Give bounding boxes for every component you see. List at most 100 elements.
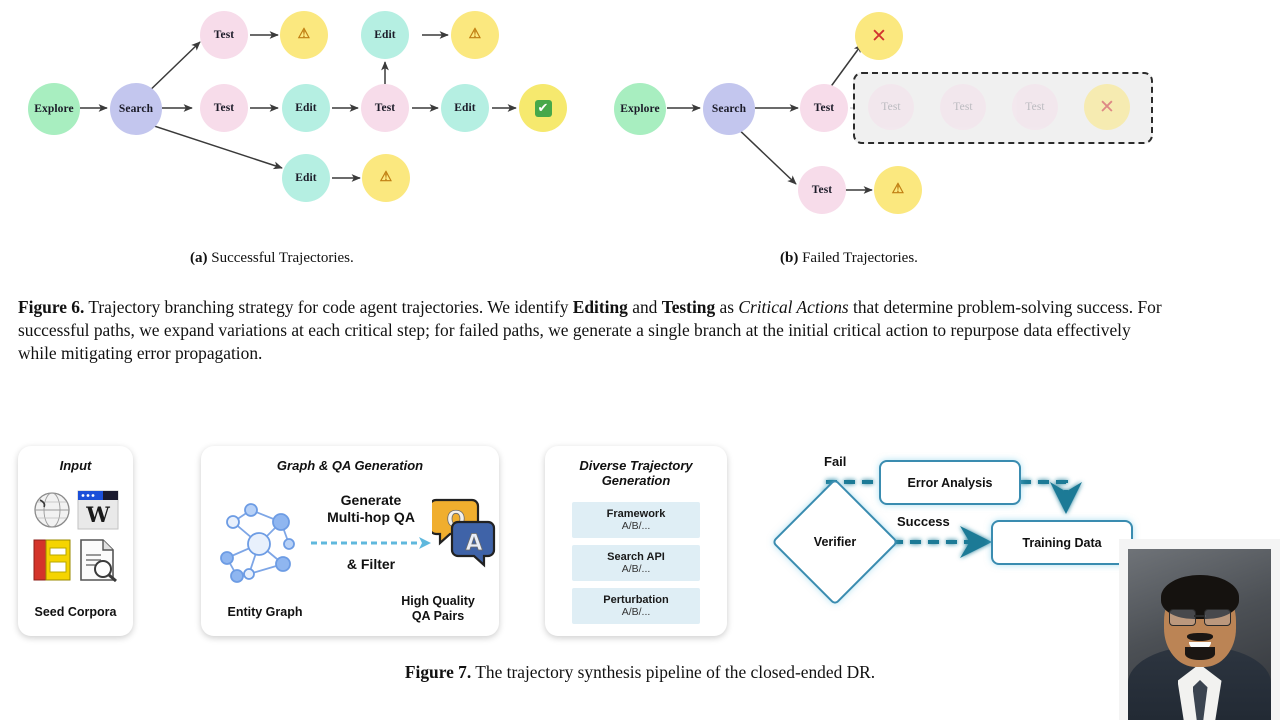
chip-search-api-value: A/B/... (621, 563, 651, 575)
node-label: Search (118, 103, 154, 115)
presenter-webcam[interactable] (1119, 539, 1280, 720)
qa-pairs-label-line-2: QA Pairs (411, 609, 465, 623)
node-test-upper: Test (200, 11, 248, 59)
qa-pairs-label: High Quality QA Pairs (379, 594, 497, 624)
verifier-label-text: Verifier (813, 535, 857, 549)
panel-b-subcaption-text: Failed Trajectories. (802, 250, 918, 266)
figure-6-caption-italic-critical-actions: Critical Actions (738, 297, 849, 317)
node-warning-lower: ⚠ (874, 166, 922, 214)
wikipedia-icon: W (77, 490, 119, 530)
figure-7: Input W (0, 432, 1280, 647)
node-label: Edit (295, 102, 317, 114)
panel-b-subcaption-prefix: (b) (780, 250, 799, 266)
verifier-label: Verifier (790, 497, 880, 587)
node-edit-second: Edit (441, 84, 489, 132)
cross-icon: ✕ (1098, 95, 1116, 118)
figure-7-caption: Figure 7. The trajectory synthesis pipel… (0, 662, 1280, 683)
chip-framework-value: A/B/... (621, 520, 651, 532)
presenter-glasses (1168, 609, 1231, 626)
figure-6-caption: Figure 6. Trajectory branching strategy … (18, 296, 1164, 365)
chip-search-api-name: Search API (607, 551, 665, 563)
figure-6-caption-part-3: as (715, 297, 739, 317)
warning-icon: ⚠ (891, 182, 905, 197)
node-edit-lower: Edit (282, 154, 330, 202)
generate-label: Generate Multi-hop QA (311, 492, 431, 526)
figure-6-caption-part-4: that determine problem-solving success. … (18, 297, 1162, 364)
input-card: Input W (18, 446, 133, 636)
warning-icon: ⚠ (297, 27, 311, 42)
node-explore: Explore (614, 83, 666, 135)
node-failure-upper: ✕ (855, 12, 903, 60)
panel-b-subcaption: (b) Failed Trajectories. (780, 250, 918, 267)
figure-6-panel-b: Explore Search ✕ Test Test ⚠ Test Test (600, 0, 1200, 266)
graph-qa-card-title: Graph & QA Generation (276, 458, 424, 473)
node-warning-upper: ⚠ (280, 11, 328, 59)
trajectory-card: Diverse Trajectory Generation Framework … (545, 446, 727, 636)
presenter-moustache (1186, 633, 1213, 641)
generate-label-line-1: Generate (340, 492, 402, 508)
panel-a-subcaption: (a) Successful Trajectories. (190, 250, 354, 267)
node-faded-test-1: Test (868, 84, 914, 130)
filter-label: & Filter (346, 556, 396, 572)
node-label: Test (213, 102, 235, 114)
node-label: Explore (34, 103, 74, 115)
success-edge-label: Success (897, 514, 950, 529)
node-label: Test (811, 184, 833, 196)
chip-perturbation-value: A/B/... (621, 606, 651, 618)
presenter-smile (1188, 642, 1211, 649)
panel-a-subcaption-prefix: (a) (190, 250, 208, 266)
generate-label-line-2: Multi-hop QA (327, 509, 415, 526)
trajectory-card-title-line-1: Diverse Trajectory (579, 458, 693, 473)
cross-icon: ✕ (870, 24, 888, 47)
qa-bubbles-icon: Q A (432, 498, 496, 568)
fail-edge-label: Fail (824, 454, 847, 469)
entity-graph-label: Entity Graph (227, 605, 303, 619)
warning-icon: ⚠ (379, 170, 393, 185)
figure-7-caption-label: Figure 7. (404, 662, 472, 682)
node-label: Edit (374, 29, 396, 41)
check-icon: ✔ (534, 99, 552, 117)
node-faded-failure: ✕ (1084, 84, 1130, 130)
error-analysis-box: Error Analysis (879, 460, 1021, 505)
node-label: Test (1025, 101, 1045, 113)
node-label: Test (213, 29, 235, 41)
node-edit-main: Edit (282, 84, 330, 132)
figure-6-caption-bold-editing: Editing (572, 297, 628, 317)
chip-perturbation: Perturbation A/B/... (572, 588, 700, 624)
node-label: Edit (295, 172, 317, 184)
document-search-icon (80, 539, 117, 582)
node-test-main: Test (200, 84, 248, 132)
chip-framework: Framework A/B/... (572, 502, 700, 538)
chip-search-api: Search API A/B/... (572, 545, 700, 581)
presenter-collar (1192, 680, 1208, 720)
figure-6-panel-a: Explore Search Test ⚠ Test Edit Test Edi… (10, 0, 600, 266)
training-data-label: Training Data (1022, 535, 1102, 550)
node-success: ✔ (519, 84, 567, 132)
figure-6-caption-part-1: Trajectory branching strategy for code a… (84, 297, 573, 317)
svg-text:W: W (85, 502, 110, 527)
node-warning-lower: ⚠ (362, 154, 410, 202)
presenter-beard (1184, 647, 1215, 660)
node-test-second: Test (361, 84, 409, 132)
error-analysis-label: Error Analysis (907, 475, 993, 490)
node-faded-test-2: Test (940, 84, 986, 130)
figure-6-caption-part-2: and (627, 297, 662, 317)
qa-pairs-label-line-1: High Quality (401, 594, 475, 608)
svg-text:A: A (465, 531, 482, 556)
panel-a-subcaption-text: Successful Trajectories. (211, 250, 354, 266)
globe-icon (34, 492, 70, 528)
figure-6-caption-bold-testing: Testing (661, 297, 716, 317)
node-edit-branch: Edit (361, 11, 409, 59)
node-label: Test (813, 102, 835, 114)
entity-graph-icon (220, 503, 295, 583)
training-data-box: Training Data (991, 520, 1133, 565)
figure-6-caption-label: Figure 6. (18, 297, 85, 317)
node-label: Test (953, 101, 973, 113)
node-label: Explore (620, 103, 660, 115)
node-test-lower: Test (798, 166, 846, 214)
node-test-main: Test (800, 84, 848, 132)
node-explore: Explore (28, 83, 80, 135)
input-card-title: Input (59, 458, 92, 473)
node-label: Search (711, 103, 747, 115)
